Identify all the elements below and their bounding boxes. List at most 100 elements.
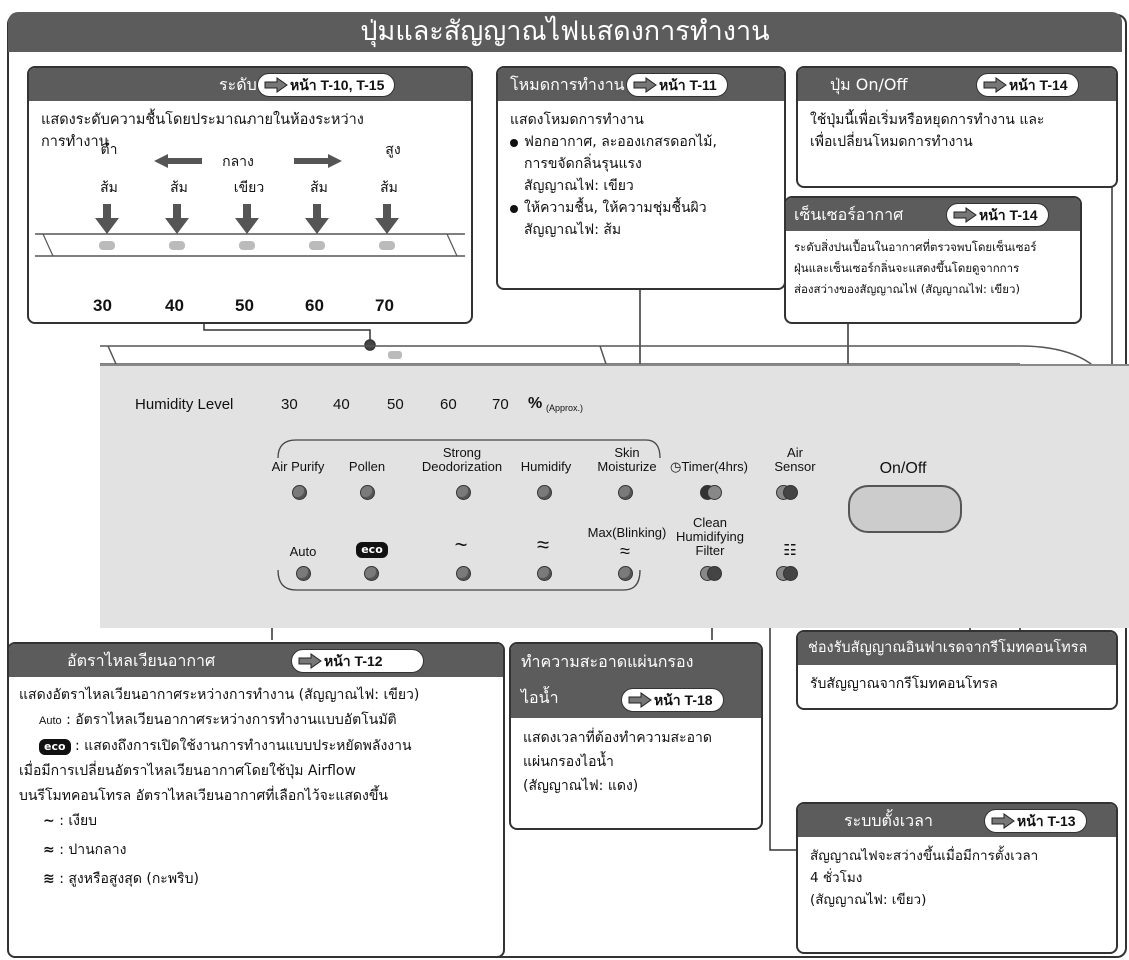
onoff-button[interactable]: [848, 485, 962, 533]
timer-callout-header: ระบบตั้งเวลา หน้า T-13: [798, 804, 1116, 837]
onoff-line2: เพื่อเปลี่ยนโหมดการทำงาน: [810, 134, 973, 150]
humidity-page-ref[interactable]: หน้า T-10, T-15: [257, 73, 396, 97]
led-humidify: [537, 485, 552, 500]
scale-50: 50: [235, 296, 254, 315]
arrow-right-icon: [991, 813, 1015, 829]
led-max: [618, 566, 633, 581]
airflow-page-ref-label: หน้า T-12: [324, 653, 383, 669]
mode-page-ref-label: หน้า T-11: [659, 77, 717, 93]
air-sensor-callout-header: เซ็นเซอร์อากาศ หน้า T-14: [786, 198, 1080, 231]
clean-filter-line3: (สัญญาณไฟ: แดง): [523, 778, 639, 794]
led-medium: [537, 566, 552, 581]
mode-callout-header: โหมดการทำงาน หน้า T-11: [498, 68, 784, 101]
mode-bullet-1b: การขจัดกลิ่นรุนแรง: [524, 156, 642, 172]
airflow-callout-header: อัตราไหลเวียนอากาศ หน้า T-12: [9, 644, 503, 677]
onoff-page-ref-label: หน้า T-14: [1009, 77, 1068, 93]
auto-icon: Auto: [39, 715, 62, 727]
airflow-high-row: ≋ : สูงหรือสูงสุด (กะพริบ): [19, 867, 493, 892]
airflow-page-ref[interactable]: หน้า T-12: [291, 649, 424, 673]
ir-receiver-callout-title: ช่องรับสัญญาณอินฟาเรดจากรีโมทคอนโทรล: [808, 640, 1088, 656]
airflow-wave-icon: ≋: [43, 871, 55, 887]
airflow-eco-row: eco : แสดงถึงการเปิดใช้งานการทำงานแบบประ…: [19, 734, 493, 759]
mode-light-2: สัญญาณไฟ: ส้ม: [524, 222, 622, 238]
clock-icon: ◷: [669, 459, 682, 474]
label-onoff: On/Off: [879, 460, 927, 477]
mode-line1: แสดงโหมดการทำงาน: [510, 112, 644, 128]
led-quiet: [456, 566, 471, 581]
air-sensor-line1: ระดับสิ่งปนเปื้อนในอากาศที่ตรวจพบโดยเซ็น…: [794, 240, 1037, 254]
timer-page-ref[interactable]: หน้า T-13: [984, 809, 1087, 833]
label-clean-filter: Clean Humidifying Filter: [676, 515, 744, 558]
clean-filter-page-ref[interactable]: หน้า T-18: [621, 688, 724, 712]
panel-percent: %: [528, 395, 543, 412]
airflow-auto-desc: : อัตราไหลเวียนอากาศระหว่างการทำงานแบบอั…: [66, 712, 397, 728]
panel-approx: (Approx.): [546, 403, 584, 413]
mode-light-1: สัญญาณไฟ: เขียว: [524, 178, 634, 194]
label-timer-text: Timer(4hrs): [681, 459, 749, 474]
humidity-callout-header: ระดับความชื้น หน้า T-10, T-15: [29, 68, 471, 101]
led-clean-filter: [700, 566, 722, 581]
arrow-down-icon: [235, 204, 259, 234]
remote-signal-icon: ☷: [783, 542, 797, 559]
airflow-line3: บนรีโมทคอนโทรล อัตราไหลเวียนอากาศที่เลือ…: [19, 788, 388, 804]
led-pollen: [360, 485, 375, 500]
humidity-page-ref-label: หน้า T-10, T-15: [290, 77, 385, 93]
led-strong-deodorization: [456, 485, 471, 500]
mode-callout: โหมดการทำงาน หน้า T-11 แสดงโหมดการทำงาน …: [496, 66, 786, 290]
control-panel: [100, 364, 1129, 628]
airflow-wave-icon: ∼: [43, 813, 55, 829]
led-eco: [364, 566, 379, 581]
mode-callout-title: โหมดการทำงาน: [510, 75, 625, 94]
airflow-auto-row: Auto : อัตราไหลเวียนอากาศระหว่างการทำงาน…: [19, 708, 493, 734]
arrow-right-icon: [983, 77, 1007, 93]
arrow-down-icon: [95, 204, 119, 234]
airflow-medium-row: ≈ : ปานกลาง: [19, 838, 493, 863]
clean-filter-line2: แผ่นกรองไอน้ำ: [523, 754, 614, 770]
clean-filter-callout: ทำความสะอาดแผ่นกรอง ไอน้ำ หน้า T-18 แสดง…: [509, 642, 763, 830]
ir-receiver-line1: รับสัญญาณจากรีโมทคอนโทรล: [810, 676, 998, 692]
color-70: ส้ม: [380, 180, 398, 196]
level-low: ต่ำ: [100, 142, 118, 158]
color-40: ส้ม: [170, 180, 188, 196]
led-auto: [296, 566, 311, 581]
airflow-line2: เมื่อมีการเปลี่ยนอัตราไหลเวียนอากาศโดยใช…: [19, 763, 356, 779]
led-timer: [700, 485, 722, 500]
label-air-purify: Air Purify: [271, 459, 325, 474]
led-air-sensor: [776, 485, 798, 500]
arrow-left-icon: [154, 154, 202, 168]
airflow-quiet-row: ∼ : เงียบ: [19, 809, 493, 834]
panel-humidity-30: 30: [281, 396, 298, 413]
eco-icon: eco: [39, 739, 71, 755]
timer-line1: สัญญาณไฟจะสว่างขึ้นเมื่อมีการตั้งเวลา: [810, 848, 1039, 864]
led-skin-moisturize: [618, 485, 633, 500]
arrow-right-icon: [628, 692, 652, 708]
label-strong-deodorization: Strong Deodorization: [421, 445, 503, 474]
label-pollen: Pollen: [348, 459, 386, 474]
arrow-down-icon: [375, 204, 399, 234]
airflow-wave-icon: ≈: [536, 532, 550, 557]
arrow-down-icon: [165, 204, 189, 234]
level-mid: กลาง: [222, 154, 254, 170]
label-timer: ◷Timer(4hrs): [664, 460, 754, 474]
arrow-right-icon: [264, 77, 288, 93]
clean-filter-title-2: ไอน้ำ: [521, 688, 559, 707]
airflow-medium: : ปานกลาง: [59, 842, 127, 858]
label-air-sensor: Air Sensor: [774, 445, 816, 474]
label-humidify: Humidify: [520, 459, 572, 474]
humidity-strip: [35, 204, 465, 257]
scale-40: 40: [165, 296, 184, 315]
panel-humidity-50: 50: [387, 396, 404, 413]
onoff-callout: ปุ่ม On/Off หน้า T-14 ใช้ปุ่มนี้เพื่อเริ…: [796, 66, 1118, 188]
diagram-title: ปุ่มและสัญญาณไฟแสดงการทำงาน: [8, 12, 1122, 52]
mode-page-ref[interactable]: หน้า T-11: [626, 73, 728, 97]
humidity-desc-2: การทำงาน: [41, 134, 109, 150]
label-eco: eco: [352, 542, 392, 558]
airflow-callout-title: อัตราไหลเวียนอากาศ: [67, 651, 216, 670]
air-sensor-line2: ฝุ่นและเซ็นเซอร์กลิ่นจะแสดงขึ้นโดยดูจากก…: [794, 261, 1020, 275]
timer-callout-title: ระบบตั้งเวลา: [844, 811, 933, 830]
air-sensor-page-ref[interactable]: หน้า T-14: [946, 203, 1049, 227]
onoff-callout-header: ปุ่ม On/Off หน้า T-14: [798, 68, 1116, 101]
airflow-callout: อัตราไหลเวียนอากาศ หน้า T-12 แสดงอัตราไห…: [7, 642, 505, 958]
onoff-page-ref[interactable]: หน้า T-14: [976, 73, 1079, 97]
connector-humidity: [203, 322, 371, 344]
